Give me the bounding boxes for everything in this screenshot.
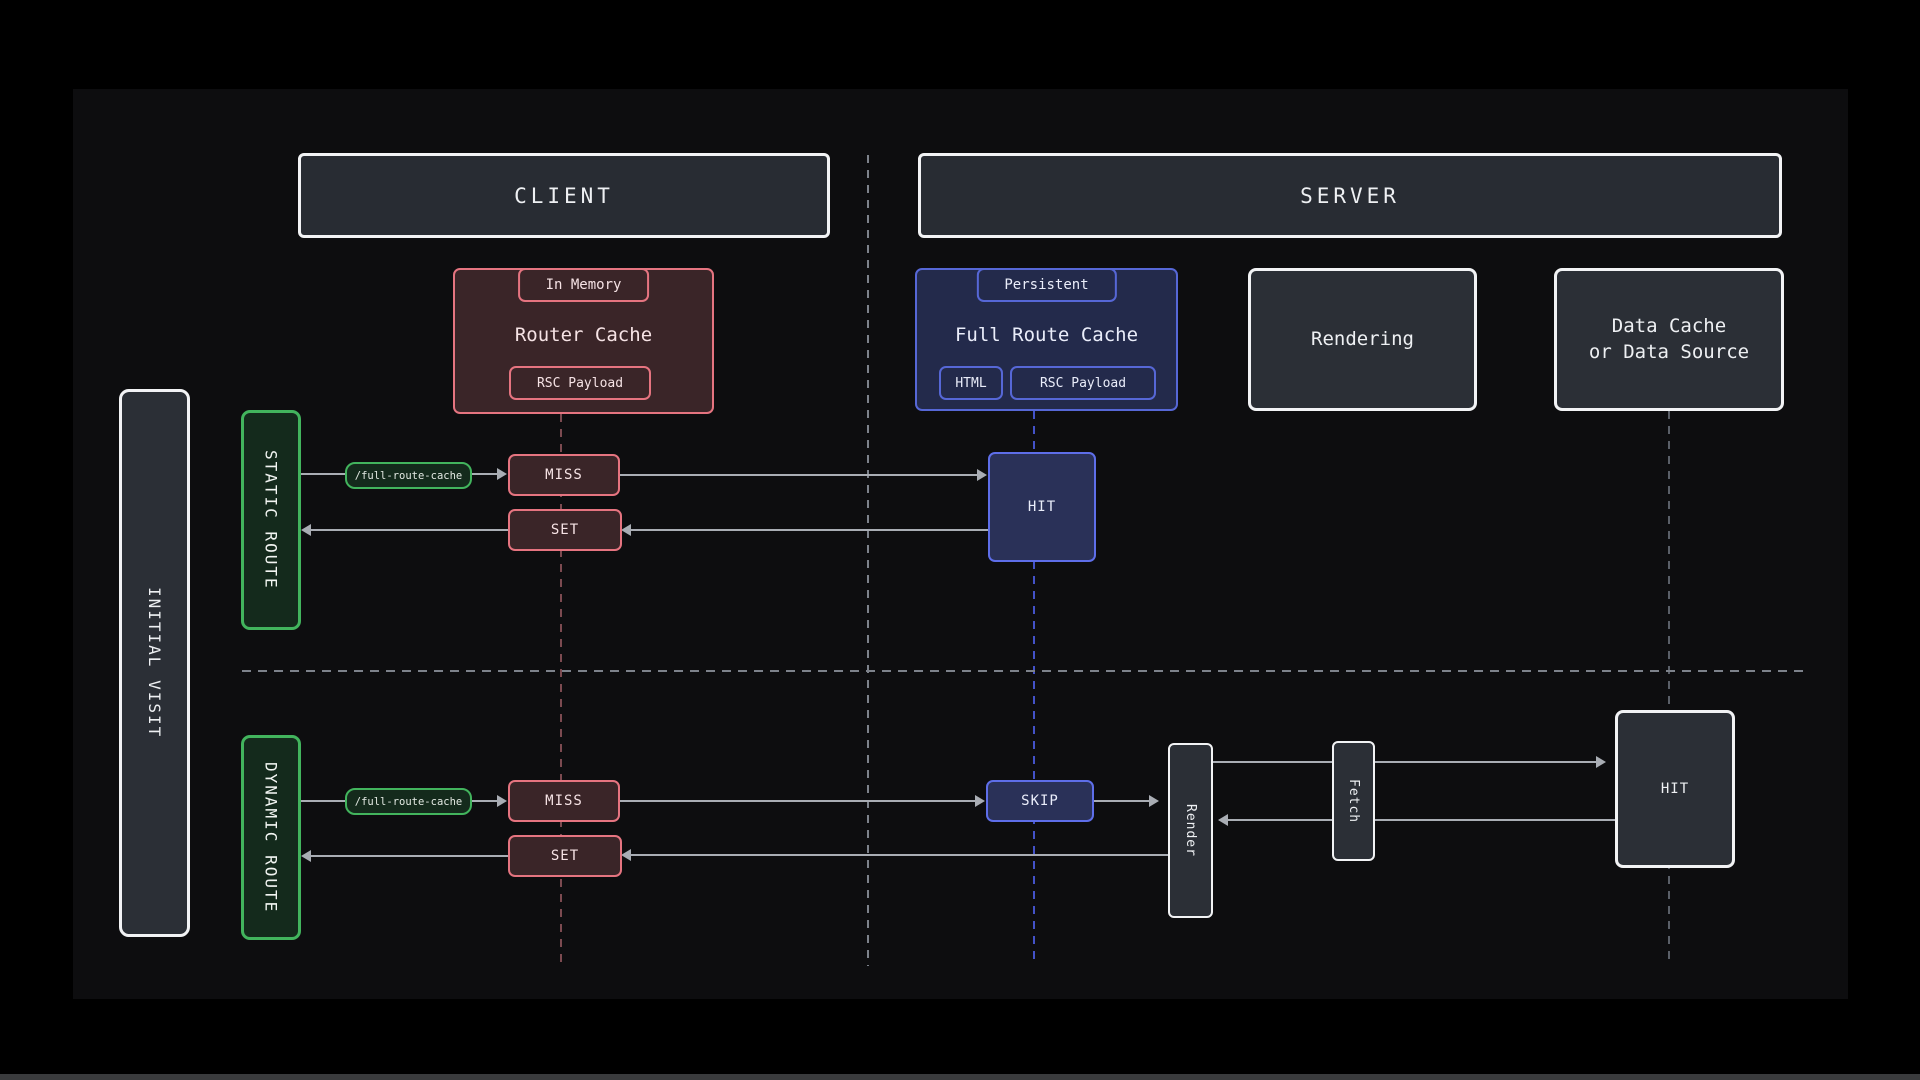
set-to-static-route-arrow	[301, 524, 508, 536]
fetch-node: Fetch	[1332, 741, 1375, 861]
pill-to-miss-arrow-dynamic	[472, 795, 507, 807]
server-header: SERVER	[918, 153, 1782, 238]
hit-to-render-arrow	[1218, 814, 1615, 826]
pill-to-miss-arrow-static	[472, 468, 507, 480]
client-header: CLIENT	[298, 153, 830, 238]
static-route-lane: STATIC ROUTE	[241, 410, 301, 630]
full-route-cache-tab: Persistent	[976, 268, 1117, 302]
static-hit-node: HIT	[988, 452, 1096, 562]
full-route-cache-lifeline	[1033, 411, 1035, 966]
render-to-hit-arrow	[1213, 756, 1606, 768]
dynamic-miss-node: MISS	[508, 780, 620, 822]
router-cache-title: Router Cache	[514, 324, 653, 346]
miss-to-hit-arrow-static	[620, 469, 987, 481]
render-node: Render	[1168, 743, 1213, 918]
full-route-cache-html: HTML	[939, 366, 1003, 400]
bottom-edge-strip	[0, 1074, 1920, 1080]
rendering-label: Rendering	[1311, 327, 1414, 350]
data-cache-lifeline	[1668, 411, 1670, 966]
router-cache-tab: In Memory	[517, 268, 650, 302]
full-route-cache-rsc-payload: RSC Payload	[1010, 366, 1156, 400]
dynamic-hit-node: HIT	[1615, 710, 1735, 868]
dynamic-skip-node: SKIP	[986, 780, 1094, 822]
client-header-label: CLIENT	[514, 183, 614, 208]
dynamic-route-lane: DYNAMIC ROUTE	[241, 735, 301, 940]
data-cache-box: Data Cache or Data Source	[1554, 268, 1784, 411]
data-cache-label: Data Cache or Data Source	[1589, 314, 1749, 365]
render-to-set-arrow	[621, 849, 1168, 861]
server-header-label: SERVER	[1300, 183, 1400, 208]
initial-visit-label: INITIAL VISIT	[145, 587, 164, 739]
dynamic-route-path-pill: /full-route-cache	[345, 788, 472, 815]
static-miss-node: MISS	[508, 454, 620, 496]
router-cache-rsc-payload: RSC Payload	[509, 366, 651, 400]
render-label: Render	[1183, 804, 1198, 857]
miss-to-skip-arrow	[620, 795, 985, 807]
data-cache-line1: Data Cache	[1611, 314, 1727, 337]
diagram-panel	[73, 89, 1848, 999]
hit-to-set-arrow-static	[621, 524, 988, 536]
static-route-label: STATIC ROUTE	[261, 450, 281, 590]
static-route-path-pill: /full-route-cache	[345, 462, 472, 489]
dynamic-route-to-pill-line	[301, 800, 345, 802]
initial-visit-lane: INITIAL VISIT	[119, 389, 190, 937]
full-route-cache-box: Persistent Full Route Cache HTML RSC Pay…	[915, 268, 1178, 411]
dynamic-set-node: SET	[508, 835, 622, 877]
static-set-node: SET	[508, 509, 622, 551]
static-route-to-pill-line	[301, 473, 345, 475]
full-route-cache-title: Full Route Cache	[954, 324, 1139, 346]
rendering-box: Rendering	[1248, 268, 1477, 411]
router-cache-lifeline	[560, 414, 562, 966]
skip-to-render-arrow	[1094, 795, 1159, 807]
client-server-divider-line	[867, 155, 869, 966]
dynamic-route-label: DYNAMIC ROUTE	[261, 761, 281, 914]
fetch-label: Fetch	[1346, 778, 1361, 824]
set-to-dynamic-route-arrow	[301, 850, 508, 862]
static-dynamic-divider-line	[242, 670, 1808, 672]
data-cache-line2: or Data Source	[1588, 340, 1750, 363]
router-cache-box: In Memory Router Cache RSC Payload	[453, 268, 714, 414]
